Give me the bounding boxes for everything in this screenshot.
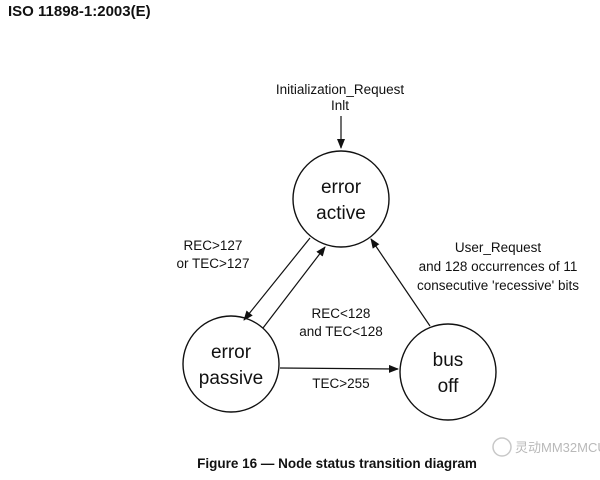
- label-user-request: User_Request: [455, 240, 542, 255]
- node-error-active: [292, 150, 390, 248]
- label-and-tec-lt-128: and TEC<128: [299, 324, 382, 339]
- node-error-active-line2: active: [316, 203, 366, 224]
- label-tec-gt-255: TEC>255: [312, 376, 369, 391]
- label-128-occurrences: and 128 occurrences of 11: [419, 259, 578, 274]
- node-error-passive-line1: error: [211, 342, 252, 363]
- label-rec-gt-127: REC>127: [184, 238, 243, 253]
- label-consecutive-recessive-bits: consecutive 'recessive' bits: [417, 278, 579, 293]
- node-error-active-line1: error: [321, 177, 362, 198]
- label-rec-lt-128: REC<128: [312, 306, 371, 321]
- init-label: Inlt: [331, 98, 349, 113]
- init-request-label: Initialization_Request: [276, 82, 405, 97]
- arrow-busoff-to-active: [370, 238, 431, 327]
- node-bus-off: [399, 323, 497, 421]
- arrow-passive-to-busoff: [279, 364, 399, 373]
- watermark-text: 灵动MM32MCU: [515, 440, 600, 455]
- arrow-passive-to-active: [262, 246, 326, 329]
- node-error-passive: [182, 315, 280, 413]
- node-error-passive-line2: passive: [199, 368, 263, 389]
- node-bus-off-line2: off: [438, 376, 460, 397]
- standard-header: ISO 11898-1:2003(E): [8, 3, 151, 20]
- arrow-active-to-passive: [243, 237, 311, 321]
- watermark-logo-icon: [492, 437, 512, 457]
- watermark: 灵动MM32MCU: [492, 437, 600, 457]
- figure-caption: Figure 16 — Node status transition diagr…: [197, 456, 477, 471]
- label-or-tec-gt-127: or TEC>127: [177, 256, 250, 271]
- node-bus-off-line1: bus: [433, 350, 464, 371]
